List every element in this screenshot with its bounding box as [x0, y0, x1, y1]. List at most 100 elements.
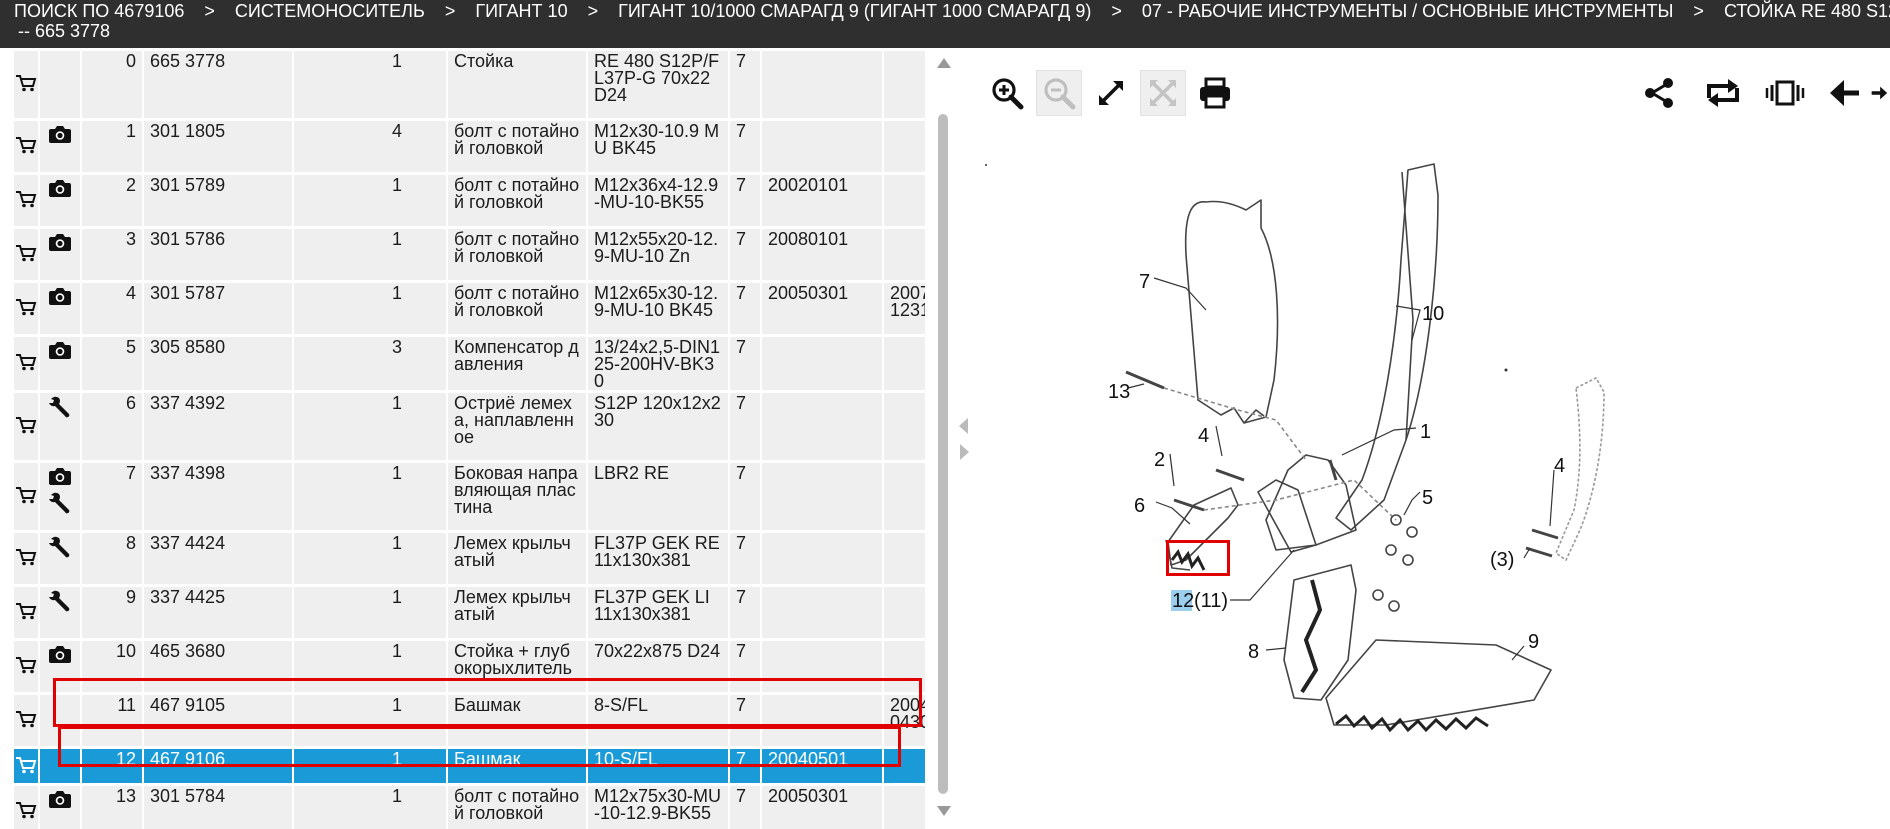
add-to-cart-button[interactable]	[14, 749, 40, 783]
camera-icon[interactable]	[48, 789, 72, 809]
wrench-icon[interactable]	[48, 589, 72, 613]
callout-label[interactable]: 4	[1198, 425, 1209, 447]
back-button[interactable]	[1822, 70, 1868, 116]
zoom-in-button[interactable]	[984, 70, 1030, 116]
camera-icon[interactable]	[48, 232, 72, 252]
camera-icon[interactable]	[48, 340, 72, 360]
collapse-right-icon[interactable]	[960, 444, 969, 460]
nut-5[interactable]	[1402, 554, 1414, 566]
callout-label[interactable]: 13	[1108, 381, 1130, 403]
scroll-down-arrow-icon[interactable]	[937, 806, 951, 816]
exploded-parts-diagram[interactable]: 7 10 13 4 1 2 5 6 4 (3) 12 (11) 8 9	[976, 140, 1890, 829]
bolt-1[interactable]	[1328, 459, 1338, 481]
bolt-4[interactable]	[1215, 468, 1245, 482]
bolt-2[interactable]	[1173, 498, 1205, 512]
nut-5[interactable]	[1372, 589, 1384, 601]
valid-from-cell	[762, 695, 884, 746]
position-cell: 4	[82, 283, 144, 334]
callout-label-selected[interactable]: 12	[1172, 590, 1194, 612]
camera-icon[interactable]	[48, 466, 72, 486]
carousel-button[interactable]	[1762, 70, 1808, 116]
share-tip-shape[interactable]	[1167, 487, 1239, 566]
share-button[interactable]	[1636, 70, 1682, 116]
add-to-cart-button[interactable]	[14, 393, 40, 460]
add-to-cart-button[interactable]	[14, 587, 40, 638]
callout-label[interactable]: (11)	[1194, 590, 1228, 612]
wrench-icon[interactable]	[48, 491, 72, 515]
callout-label[interactable]: 6	[1134, 495, 1145, 517]
shank-shape[interactable]	[1335, 163, 1439, 531]
forward-button[interactable]	[1866, 70, 1890, 116]
breadcrumb-item-model[interactable]: ГИГАНТ 10	[475, 1, 568, 21]
expand-button[interactable]	[1088, 70, 1134, 116]
collapse-left-icon[interactable]	[959, 418, 968, 434]
wing-share-right-shape[interactable]	[1325, 639, 1552, 726]
add-to-cart-button[interactable]	[14, 337, 40, 390]
add-to-cart-button[interactable]	[14, 51, 40, 118]
nut-5[interactable]	[1406, 526, 1418, 538]
callout-label[interactable]: (3)	[1490, 549, 1514, 571]
zoom-out-button[interactable]	[1036, 70, 1082, 116]
nut-5[interactable]	[1388, 600, 1400, 612]
bolt-13[interactable]	[1125, 370, 1165, 390]
callout-label[interactable]: 5	[1422, 487, 1433, 509]
camera-icon[interactable]	[48, 124, 72, 144]
add-to-cart-button[interactable]	[14, 121, 40, 172]
bolt-4-detail[interactable]	[1531, 528, 1559, 540]
camera-icon[interactable]	[48, 178, 72, 198]
breadcrumb-item-carrier[interactable]: СИСТЕМОНОСИТЕЛЬ	[234, 1, 425, 21]
wrench-icon[interactable]	[48, 395, 72, 419]
callout-label[interactable]: 2	[1154, 449, 1165, 471]
add-to-cart-button[interactable]	[14, 533, 40, 584]
callout-label[interactable]: 4	[1554, 455, 1565, 477]
breadcrumb-item-group[interactable]: 07 - РАБОЧИЕ ИНСТРУМЕНТЫ / ОСНОВНЫЕ ИНСТ…	[1141, 1, 1674, 21]
add-to-cart-button[interactable]	[14, 463, 40, 530]
add-to-cart-button[interactable]	[14, 229, 40, 280]
callout-label[interactable]: 9	[1528, 631, 1539, 653]
callout-label[interactable]: 10	[1422, 303, 1444, 325]
nut-5[interactable]	[1385, 544, 1397, 556]
breadcrumb-item-variant[interactable]: ГИГАНТ 10/1000 СМАРАГД 9 (ГИГАНТ 1000 СМ…	[618, 1, 1092, 21]
print-button[interactable]	[1192, 70, 1238, 116]
nut-5[interactable]	[1390, 514, 1402, 526]
panel-splitter[interactable]	[955, 48, 973, 829]
parts-scrollbar[interactable]	[934, 48, 952, 829]
detail-shank-shape[interactable]	[1555, 377, 1605, 561]
add-to-cart-button[interactable]	[14, 641, 40, 692]
swap-button[interactable]	[1700, 70, 1746, 116]
side-guide-plate-shape[interactable]	[1184, 199, 1279, 424]
callout-label[interactable]: 1	[1420, 421, 1431, 443]
quantity-cell: 1	[294, 695, 448, 746]
breadcrumb-item-search[interactable]: ПОИСК ПО 4679106	[14, 1, 185, 21]
add-to-cart-button[interactable]	[14, 786, 40, 829]
bolt-3-detail[interactable]	[1525, 546, 1553, 558]
scroll-thumb[interactable]	[938, 114, 948, 794]
wing-share-left-shape[interactable]	[1283, 564, 1357, 701]
add-to-cart-button[interactable]	[14, 175, 40, 226]
wrench-icon[interactable]	[48, 535, 72, 559]
fit-button[interactable]	[1140, 70, 1186, 116]
callout-label[interactable]: 7	[1139, 271, 1150, 293]
camera-icon[interactable]	[48, 286, 72, 306]
foot-shape[interactable]	[1265, 454, 1357, 551]
specification-cell: M12x55x20-12.9-MU-10 Zn	[588, 229, 730, 280]
scroll-up-arrow-icon[interactable]	[937, 58, 951, 68]
add-to-cart-button[interactable]	[14, 283, 40, 334]
add-to-cart-button[interactable]	[14, 695, 40, 746]
callout-label[interactable]: 8	[1248, 641, 1259, 663]
camera-icon[interactable]	[48, 644, 72, 664]
